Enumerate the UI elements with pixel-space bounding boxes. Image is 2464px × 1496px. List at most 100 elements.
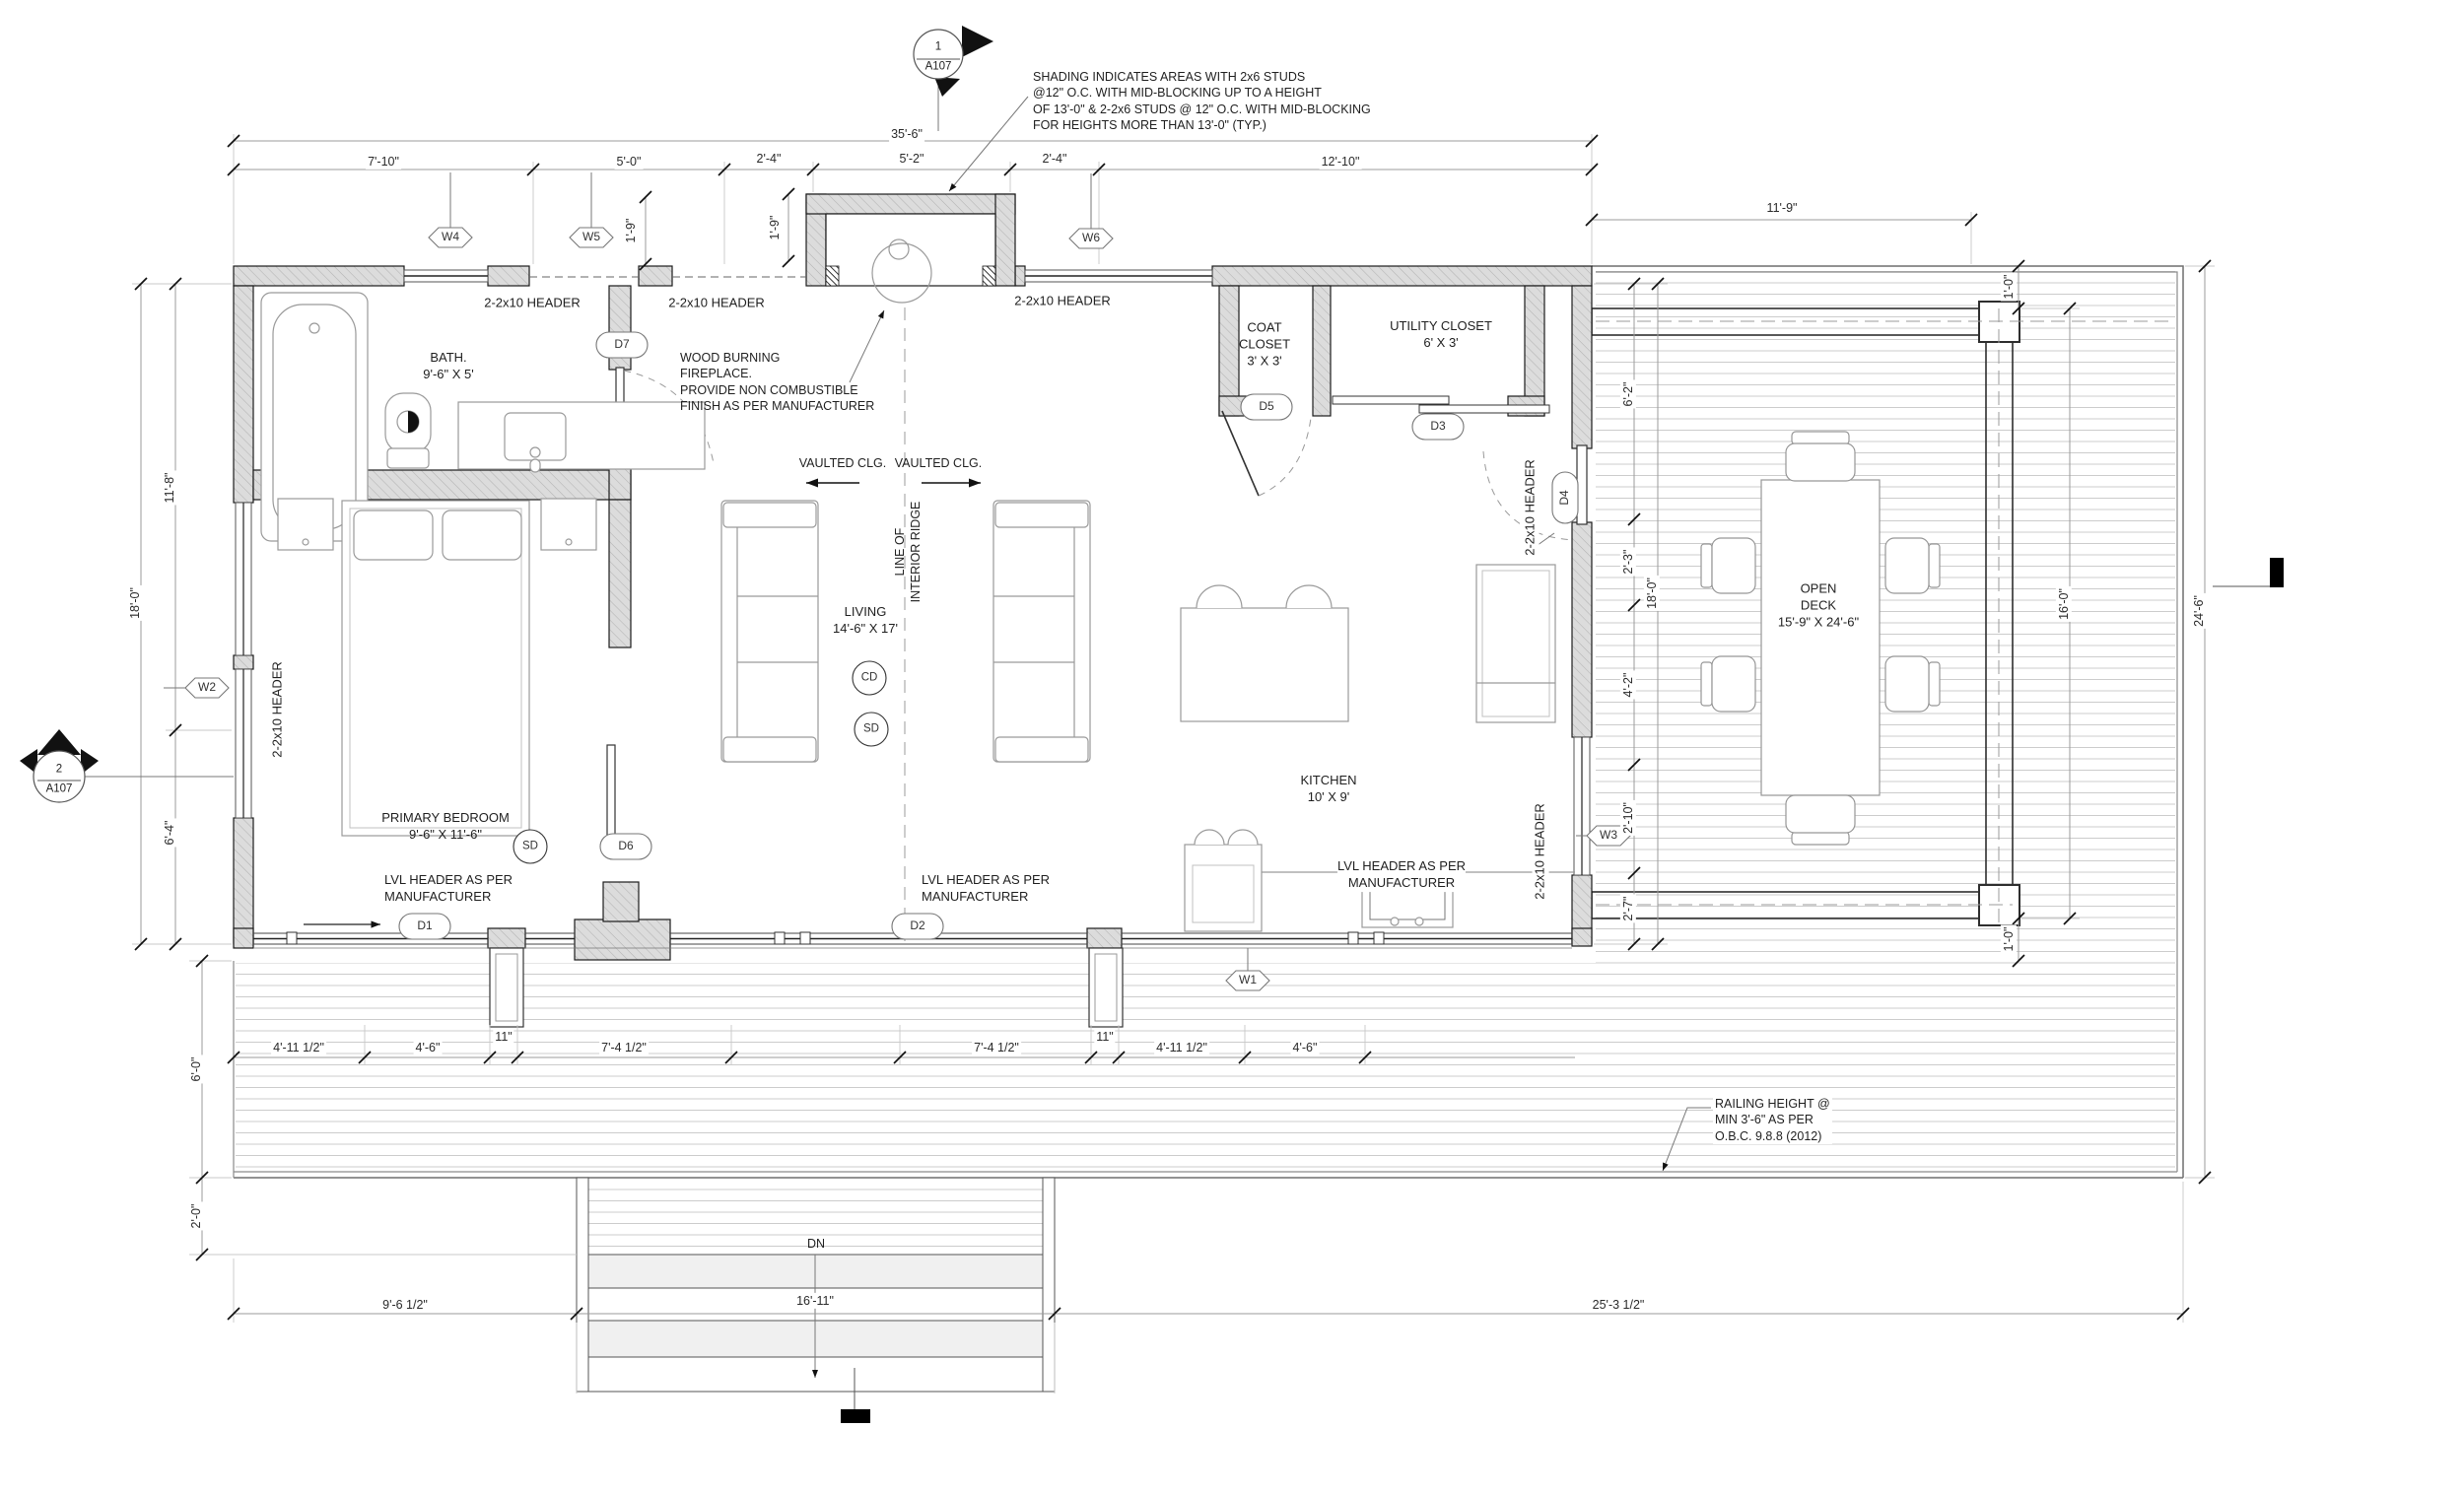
stool xyxy=(1196,584,1243,609)
windows xyxy=(235,269,1591,876)
lvl-header-line2: MANUFACTURER xyxy=(1347,875,1456,890)
window-tag-w4-shape xyxy=(428,227,473,248)
room-living-name: LIVING xyxy=(844,603,887,619)
dim-label: 16'-11" xyxy=(794,1292,836,1310)
vaulted-clg-left: VAULTED CLG. xyxy=(798,455,887,470)
fireplace-note-line2: FIREPLACE. xyxy=(680,367,752,381)
window-tag-w5-shape xyxy=(569,227,614,248)
shading-note-line1: SHADING INDICATES AREAS WITH 2x6 STUDS xyxy=(1033,70,1306,84)
room-deck-line1: OPEN xyxy=(1800,580,1837,596)
shading-note-line3: OF 13'-0" & 2-2x6 STUDS @ 12" O.C. WITH … xyxy=(1033,102,1371,116)
window-tag-w1: W1 xyxy=(1239,973,1257,987)
fireplace-flue xyxy=(871,242,932,304)
dim-label: 2'-10" xyxy=(1619,800,1637,836)
header-label: 2-2x10 HEADER xyxy=(484,295,581,310)
window-tag-w2-shape xyxy=(184,677,230,699)
door-tag-d5: D5 xyxy=(1259,399,1274,414)
exterior-walls xyxy=(233,193,1593,961)
dim-label: 4'-6" xyxy=(1290,1039,1320,1056)
window-tag-w5: W5 xyxy=(582,230,600,244)
match-mark xyxy=(2270,558,2284,587)
smoke-detector-shape xyxy=(854,712,889,747)
dim-label: 7'-4 1/2" xyxy=(972,1039,1021,1056)
dim-label: 11" xyxy=(493,1028,514,1046)
pier xyxy=(1088,947,1124,1028)
smoke-detector-tag: SD xyxy=(522,840,538,852)
dim-label: 35'-6" xyxy=(889,125,924,143)
ridge-label-line2: INTERIOR RIDGE xyxy=(909,501,923,603)
deck-dining-set xyxy=(1700,431,1941,846)
room-bedroom-name: PRIMARY BEDROOM xyxy=(381,809,510,825)
smoke-detector-tag: SD xyxy=(863,722,879,735)
co-detector-shape xyxy=(852,660,887,696)
ridge-label: LINE OF INTERIOR RIDGE xyxy=(892,502,924,603)
deck-outline xyxy=(233,265,2184,1179)
fireplace-note: WOOD BURNING FIREPLACE. PROVIDE NON COMB… xyxy=(680,350,874,414)
door-tag-d2-shape xyxy=(891,913,944,940)
dim-label: 4'-11 1/2" xyxy=(271,1039,326,1056)
header-label-vertical: 2-2x10 HEADER xyxy=(269,661,285,758)
dim-label: 4'-2" xyxy=(1619,670,1637,700)
door-d3-bypass xyxy=(1418,404,1550,414)
bedroom-furniture xyxy=(277,498,597,837)
room-kitchen-size: 10' X 9' xyxy=(1307,789,1350,804)
shading-note-leader xyxy=(948,96,1029,192)
dim-label: 7'-10" xyxy=(366,153,401,170)
room-label-bath: BATH. 9'-6" X 5' xyxy=(423,349,474,382)
dim-label: 1'-9" xyxy=(622,216,640,245)
dim-label: 1'-0" xyxy=(2000,272,2018,302)
room-label-open-deck: OPEN DECK 15'-9" X 24'-6" xyxy=(1774,579,1863,631)
section-marker-1-sheet: A107 xyxy=(924,60,952,73)
lvl-header-note-living: LVL HEADER AS PER MANUFACTURER xyxy=(922,872,1050,906)
header-label: 2-2x10 HEADER xyxy=(1014,293,1111,308)
dim-label: 6'-4" xyxy=(161,818,178,848)
railing-note: RAILING HEIGHT @ MIN 3'-6" AS PER O.B.C.… xyxy=(1713,1096,1832,1144)
room-label-coat-closet: COAT CLOSET 3' X 3' xyxy=(1239,318,1290,369)
fireplace xyxy=(825,213,996,304)
window-tag-w2: W2 xyxy=(198,680,216,695)
room-bedroom-size: 9'-6" X 11'-6" xyxy=(409,827,482,842)
room-deck-line2: DECK xyxy=(1800,597,1837,613)
dim-label: 5'-0" xyxy=(614,153,644,170)
stair-dn-label: DN xyxy=(806,1236,826,1251)
section-marker-2-sheet: A107 xyxy=(45,782,73,795)
room-label-kitchen: KITCHEN 10' X 9' xyxy=(1300,772,1356,805)
shading-note-line4: FOR HEIGHTS MORE THAN 13'-0" (TYP.) xyxy=(1033,117,1266,132)
railing-note-leader xyxy=(1662,1107,1711,1172)
door-tag-d6: D6 xyxy=(618,839,634,853)
door-tag-d1: D1 xyxy=(417,918,433,933)
vanity xyxy=(457,401,706,470)
dim-label: 2'-4" xyxy=(754,150,784,168)
room-coat-line2: CLOSET xyxy=(1238,336,1291,352)
leader-lines xyxy=(85,79,1711,1172)
window-tag-w1-shape xyxy=(1225,970,1270,991)
section-marker-2-number: 2 xyxy=(55,763,63,776)
dim-label: 11'-9" xyxy=(1764,199,1800,217)
kitchen-island xyxy=(1180,607,1349,722)
section-marker-1-number: 1 xyxy=(934,40,942,53)
deck-surface xyxy=(236,268,2175,1253)
door-tag-d6-shape xyxy=(599,833,652,860)
living-furniture xyxy=(720,500,1091,763)
room-label-bedroom: PRIMARY BEDROOM 9'-6" X 11'-6" xyxy=(381,809,510,843)
lvl-header-line2: MANUFACTURER xyxy=(922,888,1029,904)
header-label-vertical: 2-2x10 HEADER xyxy=(1532,803,1549,900)
section-marker-1 xyxy=(913,29,964,80)
lvl-header-note-bedroom: LVL HEADER AS PER MANUFACTURER xyxy=(384,872,513,906)
tag-shapes xyxy=(184,227,1631,991)
railing-note-line3: O.B.C. 9.8.8 (2012) xyxy=(1715,1128,1822,1143)
dim-label: 1'-9" xyxy=(766,213,784,242)
dim-label: 18'-0" xyxy=(126,585,144,621)
dim-label: 18'-0" xyxy=(1643,576,1661,611)
door-d6-leaf xyxy=(606,744,616,839)
room-utility-size: 6' X 3' xyxy=(1423,335,1459,350)
door-tag-d4-shape xyxy=(1551,471,1579,524)
fireplace-note-line1: WOOD BURNING xyxy=(680,351,781,365)
lvl-header-line2: MANUFACTURER xyxy=(384,888,492,904)
dim-label: 5'-2" xyxy=(897,150,926,168)
door-tag-d2: D2 xyxy=(910,918,925,933)
south-glazing xyxy=(253,920,1572,1028)
door-tag-d5-shape xyxy=(1240,393,1293,421)
pier xyxy=(489,947,524,1028)
door-tag-d1-shape xyxy=(398,913,451,940)
